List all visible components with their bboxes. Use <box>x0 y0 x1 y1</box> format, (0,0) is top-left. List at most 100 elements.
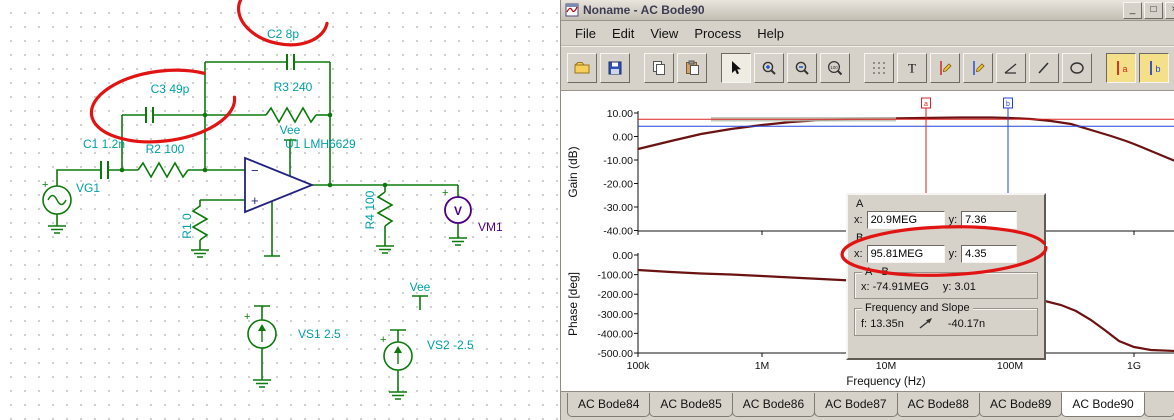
capacitor-c3[interactable] <box>145 107 154 123</box>
b-y-label: y: <box>948 248 958 260</box>
b-x-label: x: <box>854 248 863 260</box>
tab-ac-bode85[interactable]: AC Bode85 <box>649 393 733 417</box>
copy-button[interactable] <box>644 53 674 83</box>
menubar: File Edit View Process Help <box>561 21 1174 46</box>
capacitor-c2[interactable] <box>286 54 295 70</box>
tab-partial[interactable] <box>1143 393 1174 417</box>
svg-text:a: a <box>924 101 928 108</box>
source-vg1[interactable]: + <box>42 179 72 215</box>
slope-arrow-icon <box>919 318 932 329</box>
line-icon <box>1038 62 1049 74</box>
line-tool-button[interactable] <box>1029 53 1059 83</box>
cursor-b-handle[interactable]: b <box>1003 97 1013 109</box>
cursor-b-x-input[interactable] <box>866 245 945 263</box>
slope-tool-button[interactable] <box>996 53 1026 83</box>
svg-text:1G: 1G <box>1127 360 1141 372</box>
menu-process[interactable]: Process <box>694 25 742 41</box>
paste-button[interactable] <box>677 53 707 83</box>
svg-text:0.00: 0.00 <box>613 132 634 144</box>
resistor-r4[interactable] <box>376 191 394 227</box>
svg-text:b: b <box>1155 64 1160 74</box>
ellipse-tool-button[interactable] <box>1062 53 1092 83</box>
label-u1: U1 LMH6629 <box>285 137 356 151</box>
svg-text:-300.00: -300.00 <box>597 309 633 321</box>
bode-window: Noname - AC Bode90 _ □ × File Edit View … <box>560 0 1174 420</box>
grid-dots-icon <box>873 62 885 74</box>
cursor-panel[interactable]: A x: y: B x: y: A - B x: -74.9 <box>846 193 1046 360</box>
zoom-out-button[interactable] <box>787 53 817 83</box>
tab-ac-bode87[interactable]: AC Bode87 <box>814 393 898 417</box>
gain-axis-label: Gain (dB) <box>566 146 580 197</box>
capacitor-c1[interactable] <box>100 161 109 179</box>
toolbar: 100 T <box>561 46 1174 91</box>
diagram-tabbar: AC Bode84 AC Bode85 AC Bode86 AC Bode87 … <box>561 391 1174 420</box>
tab-ac-bode88[interactable]: AC Bode88 <box>896 393 980 417</box>
frequency-value: f: 13.35n <box>861 317 904 330</box>
gain-curve <box>637 116 1174 162</box>
maximize-button[interactable]: □ <box>1144 2 1163 19</box>
zoom-100-button[interactable]: 100 <box>820 53 850 83</box>
label-r1: R1 0 <box>180 213 194 239</box>
text-tool-button[interactable]: T <box>897 53 927 83</box>
menu-edit[interactable]: Edit <box>611 25 635 41</box>
close-button[interactable]: × <box>1165 2 1174 19</box>
a-x-label: x: <box>854 214 863 226</box>
cursor-a-x-input[interactable] <box>866 211 945 229</box>
tab-ac-bode89[interactable]: AC Bode89 <box>978 393 1063 417</box>
a-minus-b-group: A - B x: -74.91MEG y: 3.01 <box>854 266 1038 299</box>
opamp-u1[interactable]: − + <box>244 156 315 214</box>
svg-text:-200.00: -200.00 <box>597 289 633 301</box>
menu-help[interactable]: Help <box>757 25 785 41</box>
pointer-tool-button[interactable] <box>721 53 751 83</box>
gain-tick-labels: 10.00 0.00 -10.00 -20.00 -30.00 -40.00 <box>603 108 633 238</box>
cursor-b-toggle-button[interactable]: b <box>1139 53 1169 83</box>
zoom-in-button[interactable] <box>754 53 784 83</box>
cursor-b-y-input[interactable] <box>961 245 1018 263</box>
phase-axis-label: Phase [deg] <box>566 272 580 336</box>
opamp-plus: + <box>251 193 259 208</box>
svg-text:-400.00: -400.00 <box>597 328 633 340</box>
svg-text:0.00: 0.00 <box>613 250 634 262</box>
text-tool-icon: T <box>908 61 916 76</box>
save-button[interactable] <box>600 53 630 83</box>
tab-ac-bode84[interactable]: AC Bode84 <box>567 393 651 417</box>
source-vs2[interactable]: + <box>380 334 413 371</box>
source-vs1[interactable]: + <box>244 311 277 349</box>
opamp-minus: − <box>251 163 259 178</box>
label-vg1: VG1 <box>76 181 100 195</box>
resistor-r2[interactable] <box>137 161 189 179</box>
ab-y-value: y: 3.01 <box>942 281 976 293</box>
svg-text:100M: 100M <box>997 360 1023 372</box>
menu-view[interactable]: View <box>650 25 679 41</box>
tab-ac-bode90[interactable]: AC Bode90 <box>1061 392 1145 417</box>
minimize-button[interactable]: _ <box>1123 2 1142 19</box>
label-vm1: VM1 <box>478 220 503 234</box>
cursor-b-edit-button[interactable] <box>963 53 993 83</box>
label-r3: R3 240 <box>274 80 313 94</box>
cursor-a-edit-button[interactable] <box>930 53 960 83</box>
open-button[interactable] <box>567 53 597 83</box>
red-circle-c3 <box>89 68 237 144</box>
svg-text:1M: 1M <box>755 360 770 372</box>
ground-symbols <box>48 225 467 400</box>
svg-text:100: 100 <box>830 65 838 70</box>
tab-ac-bode86[interactable]: AC Bode86 <box>731 393 816 417</box>
resistor-r3[interactable] <box>265 106 317 124</box>
cursor-a-toggle-button[interactable]: a <box>1106 53 1136 83</box>
grid-button[interactable] <box>864 53 894 83</box>
voltmeter-vm1[interactable]: V + <box>442 187 472 224</box>
phase-tick-labels: 0.00 -100.00 -200.00 -300.00 -400.00 -50… <box>597 250 633 360</box>
window-icon <box>565 3 579 17</box>
cursor-a-handle[interactable]: a <box>921 97 931 109</box>
zoom-100-icon: 100 <box>827 60 843 76</box>
titlebar[interactable]: Noname - AC Bode90 _ □ × <box>561 0 1174 21</box>
ellipse-icon <box>1070 62 1084 74</box>
cursor-a-y-input[interactable] <box>961 211 1018 229</box>
freq-tick-labels: 100k 1M 10M 100M 1G <box>627 360 1141 372</box>
vs2-plus: + <box>380 334 386 346</box>
menu-file[interactable]: File <box>575 25 596 41</box>
cursor-b-section-label: B <box>856 232 864 244</box>
resistor-r1[interactable] <box>191 200 209 241</box>
svg-text:-20.00: -20.00 <box>603 179 633 191</box>
